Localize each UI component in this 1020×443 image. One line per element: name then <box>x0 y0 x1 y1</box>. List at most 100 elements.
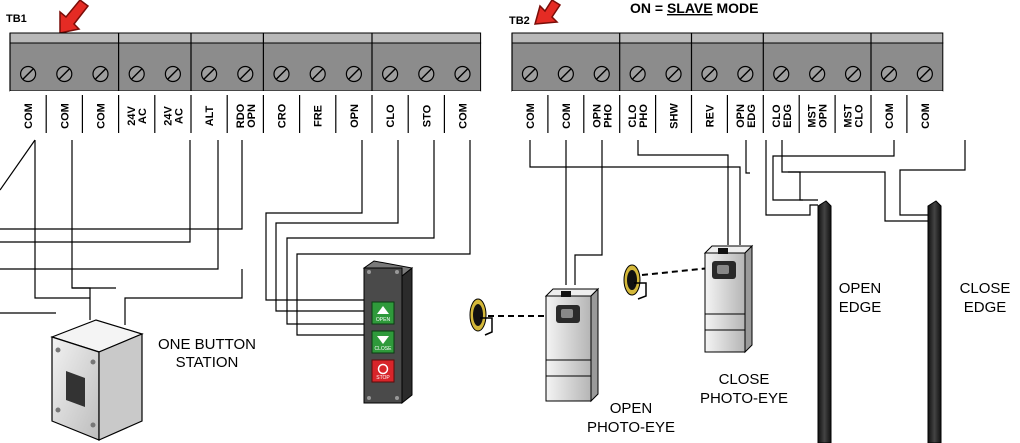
tb1-terminal-label: 24V <box>162 106 174 126</box>
wire-edge-open-b <box>765 140 818 216</box>
close-arrow-icon <box>377 336 389 344</box>
tb1-terminal-label: ALT <box>204 105 216 126</box>
wire-pb-open <box>265 140 370 301</box>
tb2-screw-icon <box>521 65 539 83</box>
tb1-terminal-label: CLO <box>385 104 397 128</box>
tb2-screw-icon <box>737 65 754 83</box>
tb2-terminal-label: OPN <box>818 104 830 128</box>
open-arrow-icon <box>377 306 389 314</box>
pb-side <box>401 266 413 405</box>
open-photo-eye <box>544 287 600 403</box>
close-photo-eye-label-1: CLOSE <box>719 371 770 388</box>
tb2-terminal-label: CLO <box>854 104 866 128</box>
tb1-screw-icon <box>56 65 73 83</box>
station-screw-1 <box>55 347 61 353</box>
tb1-screw-icon <box>237 65 254 83</box>
wire-station-a <box>34 140 90 299</box>
tb2-screw-icon <box>844 65 862 83</box>
one-button-label-2: STATION <box>176 354 239 371</box>
tb2-terminal-label: EDG <box>782 104 794 128</box>
tb2-terminal-label: COM <box>525 103 537 129</box>
tb1-top-face <box>9 32 482 44</box>
wire-tb2-openpho <box>574 140 603 285</box>
open-edge-label-1: OPEN <box>839 280 882 297</box>
tb2-terminal-label: OPN <box>735 104 747 128</box>
tb1-screw-icon <box>454 65 471 83</box>
tb2-screw-icon <box>701 65 718 83</box>
wire-left-2 <box>0 140 243 230</box>
tb1-screw-icon <box>92 65 109 83</box>
tb1-terminal-label: OPN <box>246 104 258 128</box>
tb1-arrow-icon <box>59 0 90 34</box>
tb1-screw-icon <box>273 65 290 83</box>
wire-pb-com <box>296 140 471 336</box>
wire-edge-close-b <box>788 171 928 222</box>
mode-prefix: ON = <box>630 0 667 16</box>
wire-edge-open-c <box>781 140 818 201</box>
close-button-label: CLOSE <box>375 346 393 352</box>
open-photo-eye-reflector <box>469 298 493 336</box>
tb2-screw-icon <box>916 65 933 83</box>
stop-circle-icon <box>377 363 389 375</box>
tb1-terminal-label: COM <box>458 103 470 129</box>
tb1-terminal-label: FRE <box>313 105 325 127</box>
stop-button-label: STOP <box>376 375 390 381</box>
close-edge <box>927 200 942 443</box>
wire-edge-open-d <box>772 140 895 201</box>
tb2-screw-icon <box>629 65 646 83</box>
tb1-terminal-label: COM <box>23 103 35 129</box>
tb2-terminal-label: MST <box>843 104 855 128</box>
close-photo-eye <box>703 244 754 354</box>
station-window <box>66 371 85 407</box>
tb2-body <box>511 42 944 92</box>
station-screw-2 <box>90 359 96 365</box>
station-screw-3 <box>55 407 61 413</box>
wire-pb-stop <box>286 140 435 325</box>
wire-left-4 <box>0 140 219 270</box>
tb2-screw-icon <box>593 65 610 83</box>
tb2-terminal-label: COM <box>561 103 573 129</box>
tb1-screw-icon <box>309 65 326 83</box>
tb2-terminal-label: PHO <box>602 104 614 128</box>
tb2-screw-icon <box>809 65 826 83</box>
wiring <box>0 139 966 336</box>
one-button-station <box>50 319 144 441</box>
tb2-terminal-label: CLO <box>771 104 783 128</box>
tb1-screw-icon <box>382 65 399 83</box>
stop-button <box>371 359 395 383</box>
tb1-terminal-label: STO <box>421 104 433 127</box>
open-button-label: OPEN <box>376 317 391 323</box>
tb1-screw-icon <box>164 65 181 83</box>
tb2-terminal-label: COM <box>884 103 896 129</box>
open-photo-eye-label-1: OPEN <box>610 400 653 417</box>
wire-left-3 <box>0 140 191 243</box>
wire-tb2-com1 <box>529 140 741 245</box>
mode-emphasis: SLAVE <box>667 0 713 16</box>
tb1-terminal-label: AC <box>137 108 149 124</box>
tb2-screw-icon <box>557 65 574 83</box>
wire-station-b <box>71 140 91 320</box>
wire-station-d <box>124 269 243 325</box>
tb1-terminal-label: 24V <box>126 106 138 126</box>
tb2-screw-icon <box>880 65 898 83</box>
one-button-label-1: ONE BUTTON <box>158 336 256 353</box>
close-edge-label-1: CLOSE <box>960 280 1011 297</box>
close-photo-eye-reflector <box>623 264 647 300</box>
wire-edge-open-a <box>745 140 750 174</box>
tb1-screw-icon <box>345 65 362 83</box>
tb2-terminal-label: OPN <box>591 104 603 128</box>
wire-pb-close <box>275 140 399 312</box>
tb2-screw-icon <box>773 65 790 83</box>
tb2-terminal-label: PHO <box>638 104 650 128</box>
wire-left-1 <box>0 139 36 191</box>
tb2-terminal-label: CLO <box>627 104 639 128</box>
tb1-terminal-label: OPN <box>349 104 361 128</box>
open-photo-eye-label-2: PHOTO-EYE <box>587 419 675 436</box>
tb1-screw-icon <box>201 65 218 83</box>
tb1-label-strip <box>10 91 481 136</box>
close-edge-label-2: EDGE <box>964 299 1007 316</box>
tb1-screw-icon <box>20 65 37 83</box>
